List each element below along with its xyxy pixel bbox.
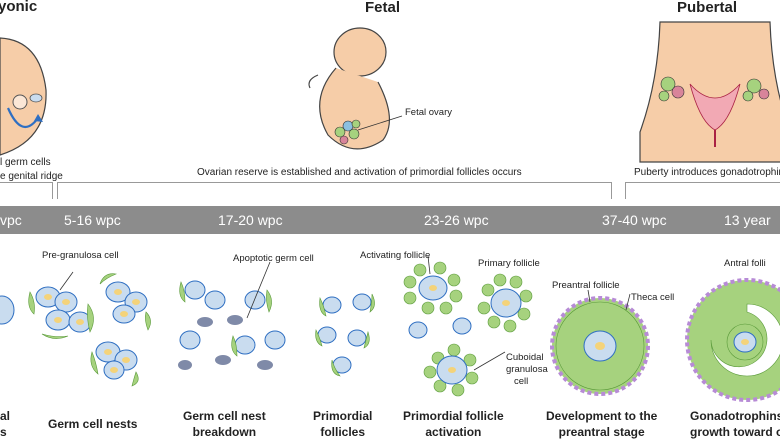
timeline-bar [0, 206, 780, 234]
timeline-tick-1: 5-16 wpc [64, 212, 121, 228]
nest-breakdown-illustration [178, 261, 286, 370]
embryonic-bracket [0, 182, 53, 199]
theca-label: Theca cell [631, 292, 675, 303]
embryo-illustration [0, 37, 47, 156]
fetal-bracket [57, 182, 612, 199]
activating-label: Activating follicle [360, 250, 431, 261]
pubertal-bracket [625, 182, 780, 199]
antral-illustration [685, 278, 780, 402]
primordial-follicles-illustration [315, 293, 375, 377]
pubertal-caption: Puberty introduces gonadotrophins [634, 167, 780, 178]
cuboidal-label-3: cell [514, 376, 529, 387]
timeline-tick-4: 37-40 wpc [602, 212, 667, 228]
apoptotic-label: Apoptotic germ cell [233, 253, 314, 264]
stage-label-0: al s [0, 409, 11, 439]
pubertal-torso-illustration [639, 21, 780, 163]
timeline-tick-5: 13 year [724, 212, 771, 228]
stage0-cells [0, 295, 15, 325]
stage-label-activation: Primordial follicle activation [403, 409, 504, 439]
timeline-tick-3: 23-26 wpc [424, 212, 489, 228]
cuboidal-label-2: granulosa [506, 364, 548, 375]
timeline-tick-2: 17-20 wpc [218, 212, 283, 228]
primary-label: Primary follicle [478, 258, 540, 269]
timeline-tick-0: vpc [0, 212, 22, 228]
pre-granulosa-label: Pre-granulosa cell [42, 250, 119, 261]
fetal-caption: Ovarian reserve is established and activ… [197, 167, 522, 178]
preantral-illustration [550, 289, 650, 396]
stage-label-primordial: Primordial follicles [313, 409, 373, 439]
stage-label-germ-cell-nests: Germ cell nests [48, 417, 138, 431]
fetus-illustration [308, 27, 403, 150]
embryonic-title: yonic [0, 0, 38, 15]
cuboidal-label-1: Cuboidal [506, 352, 544, 363]
stage-label-gonadotrophins: Gonadotrophins growth toward o [690, 409, 780, 439]
preantral-label: Preantral follicle [552, 280, 620, 291]
germ-cell-nests-illustration [28, 271, 151, 387]
fetal-title: Fetal [365, 0, 401, 16]
stage-label-nest-breakdown: Germ cell nest breakdown [183, 409, 266, 439]
pubertal-title: Pubertal [677, 0, 738, 16]
stage-label-preantral: Development to the preantral stage [546, 409, 658, 439]
antral-label: Antral folli [724, 258, 766, 269]
fetal-ovary-label: Fetal ovary [405, 107, 452, 118]
activation-illustration [403, 255, 533, 397]
embryonic-caption-line2: e genital ridge [0, 171, 63, 182]
embryonic-caption-line1: l germ cells [0, 157, 51, 168]
